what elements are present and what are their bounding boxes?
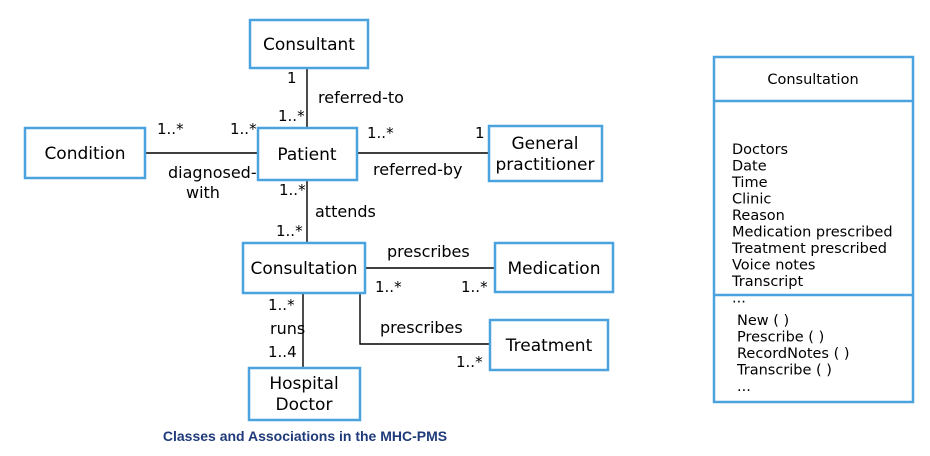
class-treatment-name: Treatment (505, 336, 593, 356)
detail-attribute-1: Date (732, 159, 767, 175)
class-hospital-doctor-name-line2: Doctor (276, 395, 333, 415)
prescribes-medication-mult-medication: 1..* (461, 278, 488, 296)
diagnosed-with-mult-condition: 1..* (157, 120, 184, 138)
class-consultation[interactable]: Consultation (241, 241, 367, 295)
detail-class-name: Consultation (767, 72, 858, 88)
detail-attribute-5: Medication prescribed (732, 225, 893, 241)
class-general-practitioner[interactable]: General practitioner (487, 124, 604, 183)
class-hospital-doctor-name-line1: Hospital (269, 374, 338, 394)
class-medication[interactable]: Medication (493, 241, 615, 294)
detail-attribute-8: Transcript (731, 274, 803, 290)
detail-operation-2: RecordNotes ( ) (737, 346, 850, 362)
referred-to-label: referred-to (318, 88, 404, 107)
class-general-practitioner-name-line1: General (512, 134, 579, 154)
class-consultant[interactable]: Consultant (248, 18, 370, 70)
detail-attribute-3: Clinic (732, 192, 771, 208)
detail-operation-4: ... (737, 379, 751, 395)
diagnosed-with-label-line1: diagnosed- (168, 163, 257, 182)
runs-mult-top: 1..* (268, 296, 295, 314)
referred-to-mult-bottom: 1..* (278, 107, 305, 125)
class-medication-name: Medication (508, 259, 601, 279)
runs-label: runs (270, 319, 305, 338)
attends-label: attends (315, 202, 376, 221)
class-condition-name: Condition (44, 144, 125, 164)
prescribes-medication-label: prescribes (387, 242, 470, 261)
class-patient-name: Patient (277, 145, 337, 165)
referred-by-mult-patient: 1..* (367, 124, 394, 142)
detail-attribute-9: ... (732, 291, 746, 307)
attends-mult-bottom: 1..* (276, 222, 303, 240)
referred-to-mult-top: 1 (287, 69, 297, 87)
diagnosed-with-label-line2: with (186, 183, 220, 202)
detail-operation-0: New ( ) (737, 313, 789, 329)
detail-attribute-4: Reason (732, 208, 785, 224)
diagram-caption: Classes and Associations in the MHC-PMS (163, 428, 447, 444)
class-patient[interactable]: Patient (256, 126, 359, 182)
referred-by-label: referred-by (373, 160, 462, 179)
class-condition[interactable]: Condition (23, 126, 147, 180)
class-treatment[interactable]: Treatment (488, 318, 610, 372)
runs-mult-bottom: 1..4 (268, 343, 297, 361)
detail-operation-1: Prescribe ( ) (737, 330, 824, 346)
class-consultant-name: Consultant (263, 35, 355, 55)
class-consultation-name: Consultation (250, 259, 357, 279)
detail-attribute-6: Treatment prescribed (731, 241, 887, 257)
detail-operation-3: Transcribe ( ) (736, 363, 832, 379)
assoc-prescribes-treatment-line (359, 293, 490, 345)
referred-by-mult-gp: 1 (475, 124, 485, 142)
detail-attribute-2: Time (731, 175, 768, 191)
prescribes-treatment-label: prescribes (380, 318, 463, 337)
detail-class-consultation[interactable]: Consultation DoctorsDateTimeClinicReason… (712, 55, 915, 404)
diagnosed-with-mult-patient: 1..* (230, 120, 257, 138)
prescribes-medication-mult-consultation: 1..* (375, 278, 402, 296)
prescribes-treatment-mult-treatment: 1..* (456, 353, 483, 371)
class-general-practitioner-name-line2: practitioner (496, 155, 595, 175)
detail-class-operations: New ( )Prescribe ( )RecordNotes ( )Trans… (736, 313, 850, 395)
detail-attribute-0: Doctors (732, 142, 788, 158)
class-hospital-doctor[interactable]: Hospital Doctor (247, 366, 362, 422)
attends-mult-top: 1..* (279, 181, 306, 199)
detail-attribute-7: Voice notes (732, 258, 815, 274)
